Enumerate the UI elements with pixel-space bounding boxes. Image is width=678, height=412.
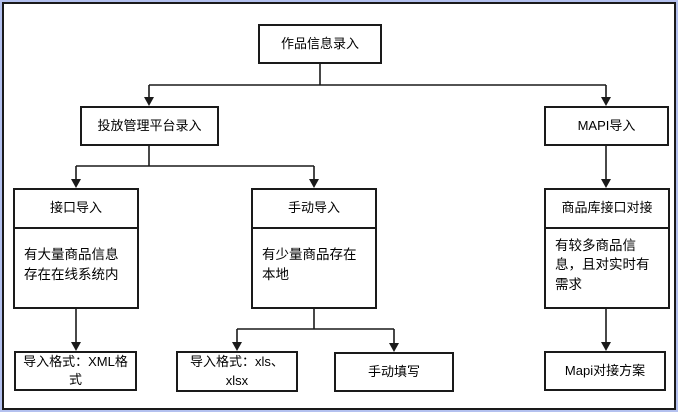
node-manual-fill: 手动填写: [334, 352, 454, 392]
arrowhead: [601, 179, 611, 188]
node-platform-entry: 投放管理平台录入: [80, 106, 219, 146]
node-xls-format: 导入格式：xls、xlsx: [176, 351, 298, 392]
arrowhead: [144, 97, 154, 106]
arrowhead: [309, 179, 319, 188]
node-root: 作品信息录入: [258, 24, 382, 64]
arrowhead: [71, 179, 81, 188]
node-platform-entry-label: 投放管理平台录入: [97, 117, 202, 133]
arrowhead: [389, 343, 399, 352]
edge-root-branch: [148, 64, 607, 99]
node-product-lib-interface-title: 商品库接口对接: [546, 190, 668, 229]
node-mapi-plan: Mapi对接方案: [544, 351, 666, 391]
node-interface-import: 接口导入 有大量商品信息存在在线系统内: [13, 188, 139, 309]
node-mapi-plan-label: Mapi对接方案: [564, 362, 646, 378]
node-manual-import-description: 有少量商品存在本地: [262, 247, 357, 282]
arrowhead: [601, 97, 611, 106]
node-interface-import-description: 有大量商品信息存在在线系统内: [24, 247, 119, 282]
node-xls-format-label: 导入格式：xls、xlsx: [190, 354, 284, 388]
arrowhead: [232, 342, 242, 351]
node-xml-format: 导入格式：XML格式: [14, 351, 137, 391]
node-xml-format-label: 导入格式：XML格式: [23, 353, 128, 387]
edge-manual-branch: [236, 309, 395, 345]
arrowhead: [601, 342, 611, 351]
node-mapi-import: MAPI导入: [544, 106, 669, 146]
node-manual-import: 手动导入 有少量商品存在本地: [251, 188, 377, 309]
node-manual-fill-label: 手动填写: [367, 363, 420, 379]
node-root-label: 作品信息录入: [280, 35, 359, 51]
node-interface-import-title: 接口导入: [15, 190, 137, 229]
node-manual-import-title: 手动导入: [253, 190, 375, 229]
node-mapi-import-label: MAPI导入: [577, 117, 636, 133]
arrowhead: [71, 342, 81, 351]
edge-platform-branch: [75, 146, 315, 181]
node-product-lib-interface: 商品库接口对接 有较多商品信息，且对实时有需求: [544, 188, 670, 309]
node-product-lib-interface-description: 有较多商品信息，且对实时有需求: [555, 237, 650, 292]
